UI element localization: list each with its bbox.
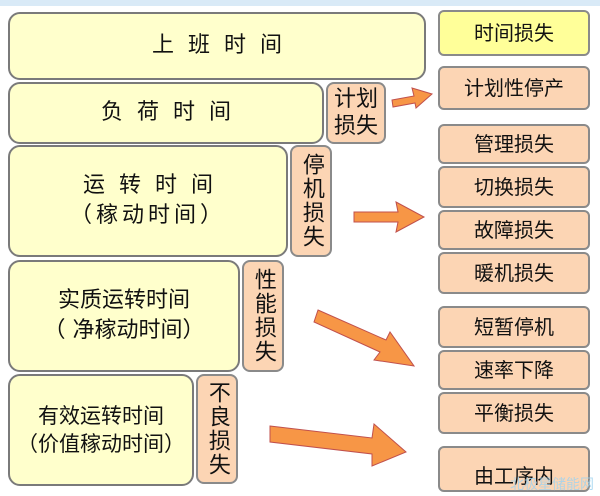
changeover-loss-label: 切换损失 (474, 175, 554, 199)
management-loss-label: 管理损失 (474, 132, 554, 156)
valuable-operating-time-label: 有效运转时间 (38, 403, 164, 428)
defect-loss-arrow (269, 423, 407, 467)
load-time-label: 负荷时间 (100, 100, 245, 126)
stop-loss-arrow (353, 201, 426, 233)
load-time-box: 负荷时间 (8, 82, 324, 144)
work-time-box: 上班时间 (8, 12, 426, 80)
valuable-operating-time-sublabel: （价值稼动时间） (17, 432, 185, 456)
plan-loss-arrow (391, 87, 434, 109)
work-time-label: 上班时间 (151, 33, 296, 59)
performance-loss-label: 性能损失 (250, 268, 276, 364)
top-border (0, 0, 600, 6)
operating-time-label: 运转时间 (82, 173, 227, 199)
defect-loss-label: 不良损失 (204, 381, 230, 477)
speed-reduction-label: 速率下降 (474, 358, 554, 382)
short-stop-label: 短暂停机 (474, 315, 554, 339)
partial-bottom-item: 由工序内 (438, 446, 590, 492)
warmup-loss-item: 暖机损失 (438, 252, 590, 294)
stop-loss-tag: 停机损失 (290, 145, 332, 257)
short-stop-item: 短暂停机 (438, 306, 590, 348)
changeover-loss-item: 切换损失 (438, 166, 590, 208)
operating-time-box: 运转时间 （稼动时间） (8, 145, 288, 257)
operating-time-sublabel: （稼动时间） (69, 203, 226, 228)
partial-bottom-label: 由工序内 (474, 464, 554, 488)
breakdown-loss-label: 故障损失 (474, 218, 554, 242)
time-loss-label: 时间损失 (474, 21, 554, 45)
planned-stop-item: 计划性停产 (438, 66, 590, 110)
net-operating-time-label: 实质运转时间 (57, 288, 190, 314)
watermark: 北极星储能网 (510, 477, 594, 493)
defect-loss-tag: 不良损失 (196, 374, 238, 484)
plan-loss-label: 计划损失 (334, 86, 379, 140)
balance-loss-item: 平衡损失 (438, 392, 590, 434)
stop-loss-label: 停机损失 (298, 153, 324, 249)
warmup-loss-label: 暖机损失 (474, 261, 554, 285)
plan-loss-tag: 计划损失 (326, 82, 386, 144)
speed-reduction-item: 速率下降 (438, 350, 590, 390)
balance-loss-label: 平衡损失 (474, 401, 554, 425)
net-operating-time-sublabel: （ 净稼动时间） (43, 318, 205, 343)
valuable-operating-time-box: 有效运转时间 （价值稼动时间） (8, 374, 194, 486)
breakdown-loss-item: 故障损失 (438, 210, 590, 250)
performance-loss-arrow (313, 309, 416, 367)
net-operating-time-box: 实质运转时间 （ 净稼动时间） (8, 260, 240, 372)
performance-loss-tag: 性能损失 (242, 260, 284, 372)
planned-stop-label: 计划性停产 (464, 76, 564, 100)
time-loss-header: 时间损失 (438, 10, 590, 56)
management-loss-item: 管理损失 (438, 124, 590, 164)
